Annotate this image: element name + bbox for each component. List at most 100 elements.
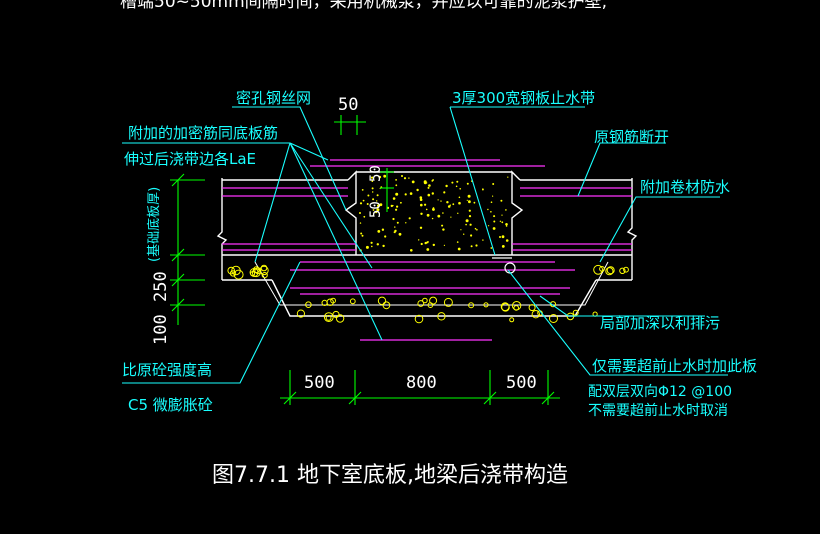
concrete-dot (425, 208, 428, 211)
aggregate-circle (377, 296, 387, 305)
concrete-dot (456, 180, 459, 183)
top-cutoff-text: 槽端50~50mm间隔时间，采用机械泵，并应以可靠的泥浆护壁, (120, 0, 607, 12)
concrete-dot (363, 215, 366, 218)
concrete-dot (409, 192, 413, 195)
label-drain: 局部加深以利排污 (600, 314, 720, 332)
concrete-dot (432, 207, 435, 209)
concrete-dot (371, 180, 374, 182)
concrete-dot (440, 200, 442, 202)
concrete-dot (427, 193, 431, 197)
aggregate-circle (531, 310, 540, 319)
concrete-dot (445, 184, 448, 188)
dim-top-50: 50 (338, 95, 358, 115)
aggregate-circle (335, 314, 345, 323)
concrete-dot (458, 196, 461, 199)
concrete-dot (376, 243, 379, 246)
aggregate-circle (501, 303, 510, 312)
concrete-dot (381, 228, 385, 231)
concrete-dot (375, 211, 378, 214)
concrete-dot (419, 196, 423, 199)
concrete-dot (359, 212, 361, 214)
aggregate-circle (593, 264, 603, 275)
concrete-dot (451, 181, 454, 184)
concrete-dot (400, 201, 402, 204)
dim-h-500-left: 500 (304, 373, 335, 393)
concrete-dot (376, 194, 379, 197)
aggregate-circle (229, 270, 237, 277)
concrete-dot (394, 229, 397, 233)
concrete-dot (401, 175, 403, 177)
concrete-dot (493, 220, 496, 223)
concrete-dot (441, 224, 444, 227)
concrete-dot (423, 180, 427, 184)
concrete-dot (487, 208, 489, 211)
aggregate-circle (260, 264, 268, 272)
concrete-dot (466, 199, 468, 201)
concrete-dot (426, 248, 430, 251)
concrete-dot (418, 239, 420, 241)
aggregate-circle (443, 297, 453, 307)
aggregate-circle (332, 310, 340, 319)
concrete-dot (437, 199, 439, 201)
concrete-dot (376, 208, 380, 212)
concrete-dot (372, 202, 374, 204)
concrete-dot (424, 203, 427, 206)
aggregate-circle (417, 300, 425, 307)
concrete-dot (465, 219, 469, 223)
aggregate-circle (623, 266, 629, 273)
concrete-dot (408, 177, 410, 179)
aggregate-circle (382, 301, 391, 310)
concrete-dot (470, 234, 473, 237)
concrete-fill-dots (359, 174, 509, 252)
concrete-dot (431, 192, 434, 195)
concrete-dot (360, 232, 363, 235)
label-rebar-cut: 原钢筋断开 (594, 128, 669, 146)
label-slab-thickness: (基础底板厚) (146, 187, 162, 262)
aggregate-circle (528, 304, 536, 312)
concrete-dot (395, 192, 399, 196)
concrete-dot (420, 203, 423, 207)
concrete-dot (460, 229, 462, 231)
aggregate-circle (427, 302, 434, 309)
concrete-dot (492, 227, 496, 230)
concrete-dot (505, 223, 508, 226)
concrete-dot (371, 176, 374, 179)
aggregate-circle (619, 267, 626, 274)
dim-inner-50b: 50 (368, 201, 384, 218)
concrete-dot (382, 244, 385, 248)
concrete-dot (499, 236, 501, 238)
concrete-dot (419, 198, 423, 201)
concrete-dot (488, 225, 490, 227)
concrete-dot (403, 177, 407, 180)
concrete-dot (456, 241, 459, 243)
aggregate-circle (233, 269, 244, 280)
concrete-dot (392, 217, 395, 221)
aggregate-circle (606, 266, 615, 275)
concrete-dot (370, 241, 373, 244)
concrete-dot (431, 217, 434, 220)
concrete-dot (507, 176, 509, 178)
label-note-2: 配双层双向Φ12 @100 (588, 384, 732, 400)
concrete-dot (372, 209, 375, 211)
concrete-dot (470, 245, 473, 248)
concrete-dot (411, 180, 415, 184)
concrete-dot (372, 198, 375, 201)
concrete-dot (359, 222, 362, 224)
aggregate-circle (253, 266, 260, 274)
dimension-lines (170, 115, 560, 405)
concrete-dot (490, 211, 492, 213)
concrete-dot (468, 200, 471, 204)
aggregate-circle (605, 267, 614, 276)
concrete-dot (396, 221, 399, 224)
concrete-dot (359, 202, 363, 205)
label-extra-rebar-2: 伸过后浇带边各LaE (124, 150, 256, 168)
concrete-dot (474, 227, 477, 230)
aggregate-circle (323, 312, 334, 323)
concrete-dot (437, 214, 441, 218)
label-mesh: 密孔钢丝网 (236, 89, 311, 107)
concrete-dot (383, 174, 387, 178)
concrete-dot (490, 201, 493, 203)
concrete-dot (492, 195, 494, 197)
concrete-dot (395, 179, 397, 181)
